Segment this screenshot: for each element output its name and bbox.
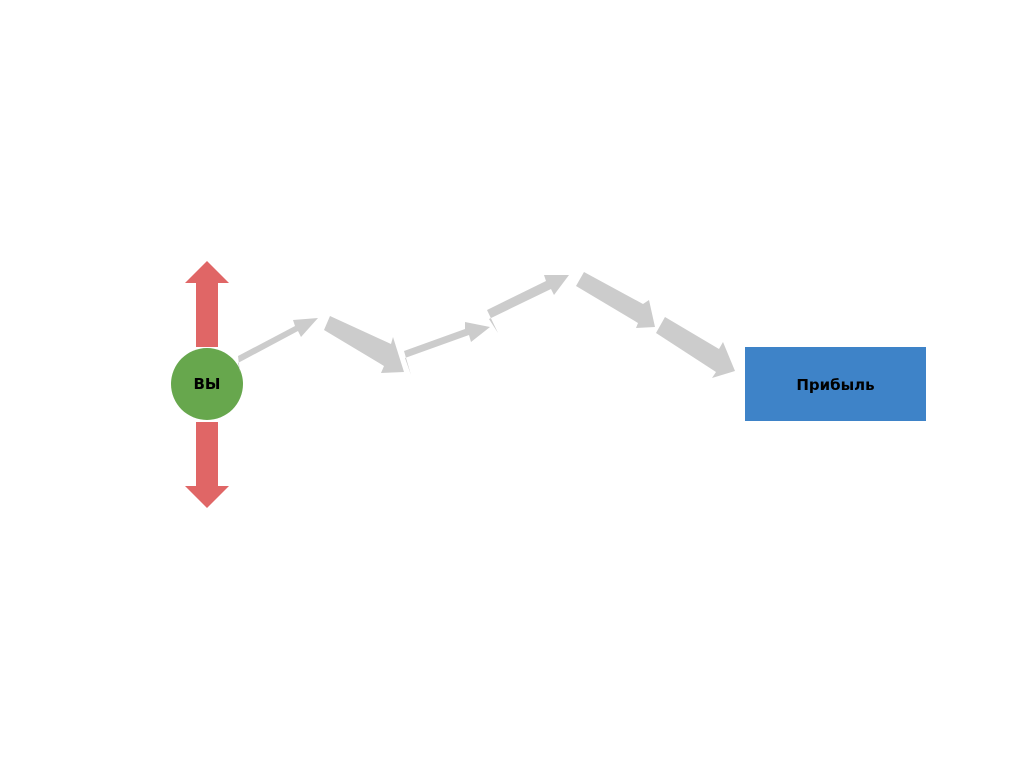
path-arrow-6 <box>656 317 735 378</box>
path-arrow-4 <box>487 275 569 333</box>
down-arrow-icon <box>185 422 229 508</box>
start-node: ВЫ <box>171 348 243 420</box>
start-node-circle <box>171 348 243 420</box>
path-arrow-5 <box>576 272 655 328</box>
start-node-label: ВЫ <box>194 375 221 393</box>
up-arrow-icon <box>185 261 229 347</box>
end-node: Прибыль <box>745 347 926 421</box>
end-node-box <box>745 347 926 421</box>
path-arrow-1 <box>238 318 318 372</box>
path-arrow-2 <box>324 316 404 373</box>
end-node-label: Прибыль <box>796 376 874 394</box>
path-arrow-3 <box>404 322 490 375</box>
